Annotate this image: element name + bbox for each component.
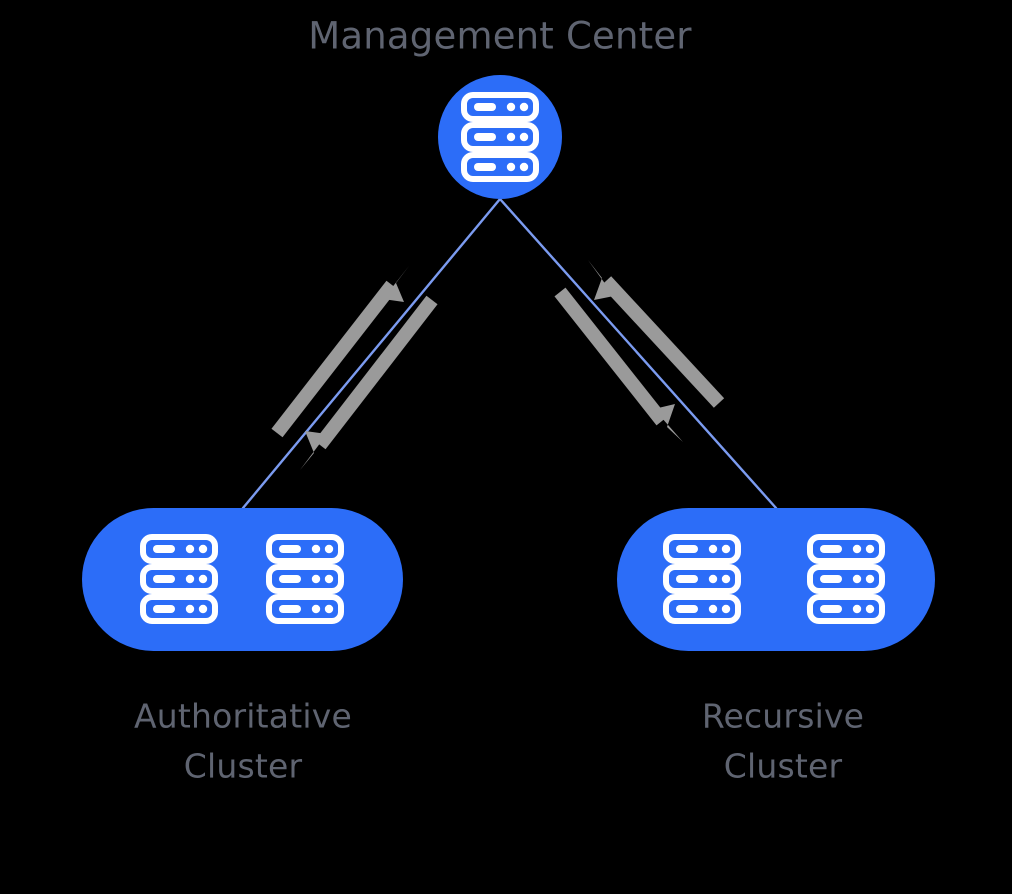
arrow-group-recursive [554, 260, 725, 442]
connector-lines [241, 197, 778, 510]
authoritative-cluster-pill[interactable] [82, 508, 403, 651]
arrow-authoritative-up [271, 266, 409, 438]
link-center-to-recursive [498, 197, 778, 510]
arrow-group-authoritative [271, 266, 438, 470]
node-recursive-cluster[interactable] [617, 508, 935, 651]
management-center-circle[interactable] [438, 75, 562, 199]
recursive-cluster-pill[interactable] [617, 508, 935, 651]
recursive-cluster-label-line1: Recursive [702, 697, 864, 736]
node-authoritative-cluster[interactable] [82, 508, 403, 651]
arrow-recursive-up [588, 260, 725, 408]
management-center-title: Management Center [308, 15, 692, 58]
authoritative-cluster-label-line2: Cluster [184, 747, 303, 786]
recursive-cluster-label-line2: Cluster [724, 747, 843, 786]
arrow-recursive-down [554, 287, 683, 442]
node-management-center[interactable] [438, 75, 562, 199]
arrow-authoritative-down [300, 295, 438, 470]
authoritative-cluster-label-line1: Authoritative [134, 697, 352, 736]
link-center-to-authoritative [241, 197, 502, 510]
